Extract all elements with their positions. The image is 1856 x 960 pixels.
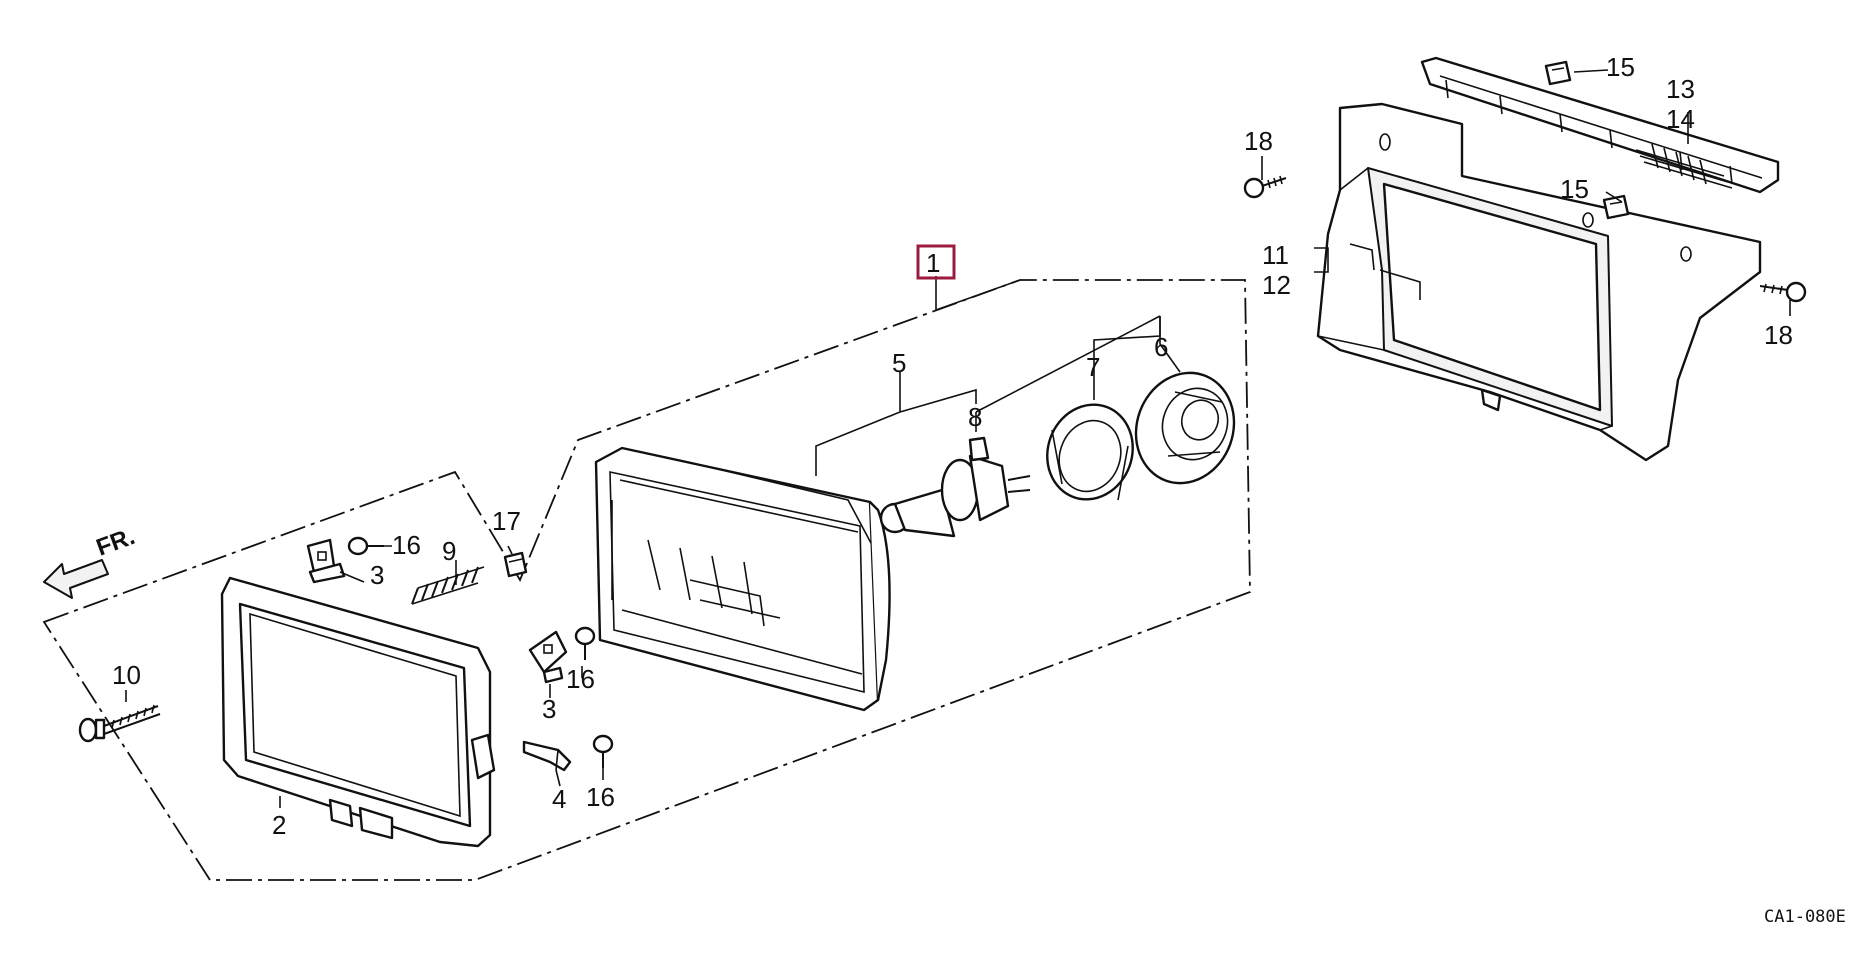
front-direction-label: FR. — [93, 523, 139, 562]
callout-7: 7 — [1086, 352, 1100, 382]
callout-15-lower: 15 — [1560, 174, 1589, 204]
clip-part-17 — [503, 551, 528, 578]
callout-6: 6 — [1154, 332, 1168, 362]
mounting-ring-part-2 — [220, 576, 496, 848]
callout-2: 2 — [272, 810, 286, 840]
headlight-housing-part-11-12 — [1316, 102, 1762, 462]
callout-14: 14 — [1666, 104, 1695, 134]
callout-9: 9 — [442, 536, 456, 566]
headlight-lens — [594, 446, 891, 712]
retaining-ring-part-7 — [1046, 403, 1134, 501]
callout-1: 1 — [926, 248, 940, 278]
bulb-part-8 — [879, 436, 1031, 538]
callout-8: 8 — [968, 402, 982, 432]
front-direction-arrow: FR. — [43, 523, 139, 599]
callout-11: 11 — [1262, 240, 1289, 270]
callout-15-upper: 15 — [1606, 52, 1635, 82]
callout-16-upper: 16 — [392, 530, 421, 560]
highlight-box-part-1 — [916, 244, 956, 280]
screw-part-18-upper — [1243, 175, 1287, 199]
diagram-code: CA1-080E — [1764, 907, 1846, 927]
callout-3-upper: 3 — [370, 560, 384, 590]
leader-lines — [125, 69, 1791, 808]
bracket-part-3-lower — [528, 630, 568, 684]
callout-5: 5 — [892, 348, 906, 378]
callout-4: 4 — [552, 784, 566, 814]
clip-part-15-upper — [1544, 60, 1572, 86]
callout-3-lower: 3 — [542, 694, 556, 724]
callout-10: 10 — [112, 660, 141, 690]
callout-16-lower: 16 — [586, 782, 615, 812]
garnish-strip-part-13-14 — [1420, 56, 1780, 194]
adjusting-screw-part-10 — [78, 704, 161, 743]
dust-boot-part-6 — [1134, 371, 1236, 485]
callout-18-upper: 18 — [1244, 126, 1273, 156]
screw-part-16-middle — [574, 626, 596, 660]
bracket-part-4 — [522, 740, 572, 772]
bracket-part-3-upper — [306, 538, 346, 584]
callout-16-middle: 16 — [566, 664, 595, 694]
clip-part-15-lower — [1602, 194, 1630, 220]
spring-part-9 — [411, 566, 485, 605]
callout-13: 13 — [1666, 74, 1695, 104]
screw-part-18-right — [1759, 281, 1807, 303]
callout-17: 17 — [492, 506, 521, 536]
assembly-outline — [42, 279, 1251, 881]
callout-12: 12 — [1262, 270, 1291, 300]
screw-part-16-lower — [592, 734, 614, 768]
callout-18-right: 18 — [1764, 320, 1793, 350]
